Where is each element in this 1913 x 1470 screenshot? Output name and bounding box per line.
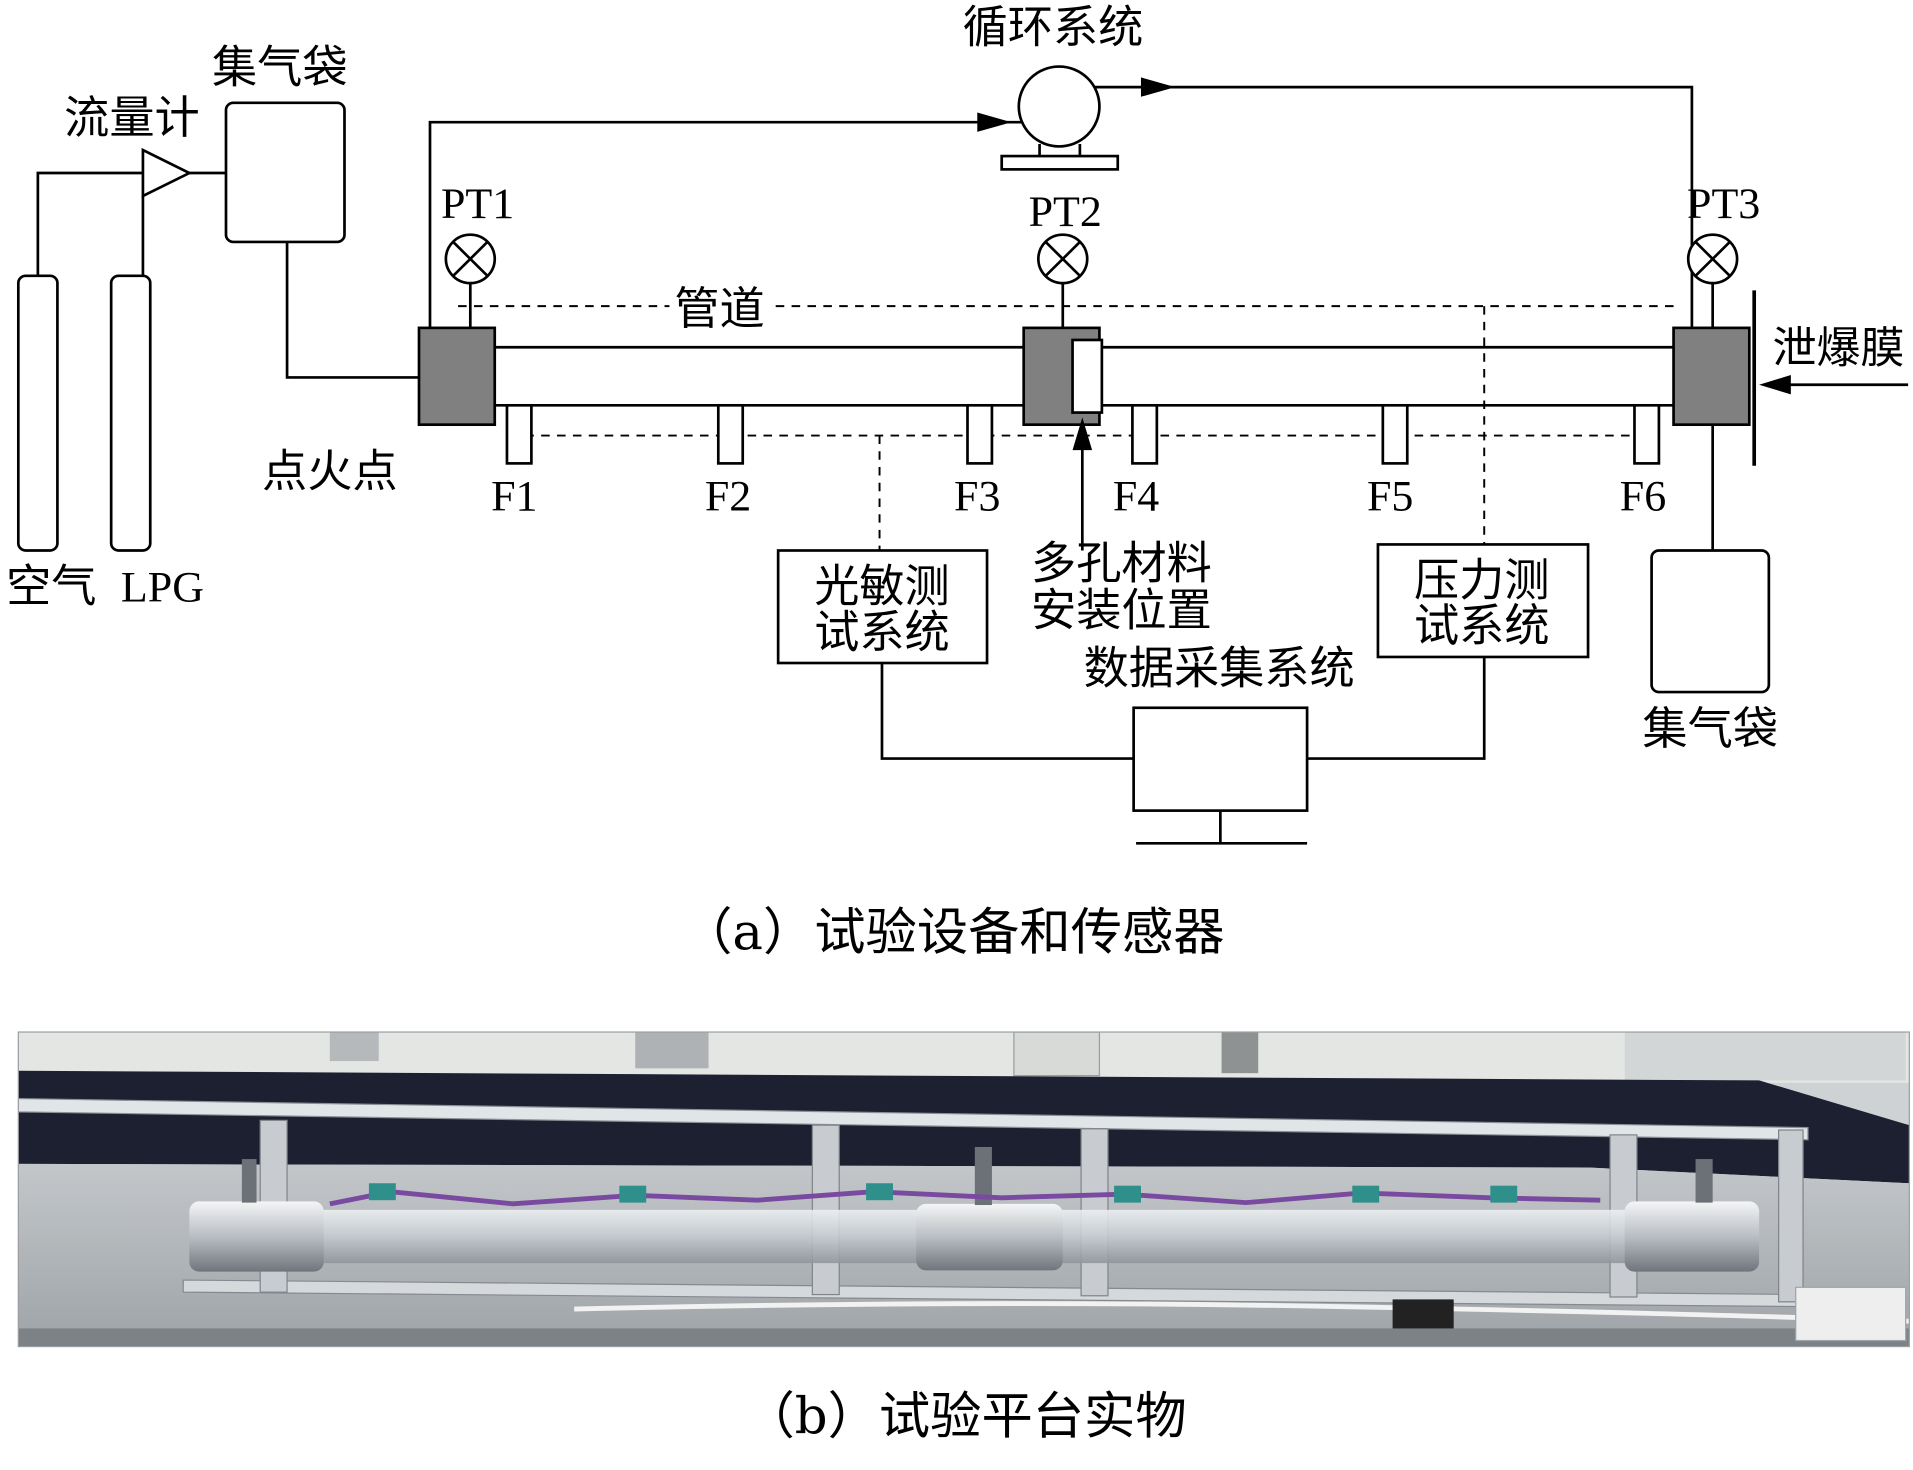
background-equipment-2 [635, 1032, 709, 1069]
background-equipment-3 [1013, 1032, 1101, 1077]
right-flange-block [1672, 326, 1751, 426]
table-front-edge [18, 1328, 1910, 1347]
lpg-label: LPG [121, 563, 204, 611]
porous-material-insert [1071, 338, 1104, 414]
background-equipment-4 [1221, 1032, 1259, 1074]
flame-sensor-f3 [966, 403, 994, 465]
photo-flame-sensor-2 [619, 1185, 647, 1203]
panel-b-caption: （b）试验平台实物 [743, 1388, 1186, 1447]
flame-sensor-label-f3: F3 [954, 473, 1000, 521]
frame-post-5 [1778, 1129, 1804, 1303]
air-label: 空气 [6, 560, 96, 613]
frame-post-2 [811, 1124, 840, 1296]
photo-flame-sensor-3 [866, 1183, 893, 1201]
frame-top-rail [18, 1097, 1809, 1141]
circulation-pump [1017, 65, 1101, 148]
photo-system-to-daq-line [880, 663, 1134, 760]
circulation-outlet-line [1094, 85, 1694, 328]
bag-to-pipe-line [285, 241, 420, 379]
photo-test-system-label-line1: 光敏测 [814, 560, 950, 613]
flame-sensor-f4 [1131, 403, 1159, 465]
gas-bag-top-label: 集气袋 [212, 40, 348, 93]
flame-sensor-f6 [1633, 403, 1661, 465]
porous-material-pointer-arrow [1072, 417, 1093, 451]
pt3-label: PT3 [1687, 180, 1760, 228]
circulation-inlet-line [428, 120, 1023, 328]
photo-pressure-sensor-1 [241, 1159, 257, 1203]
pipe-label-background [669, 285, 770, 334]
photo-white-device [1795, 1286, 1907, 1342]
flowmeter-symbol [141, 147, 193, 199]
photo-right-flange [1624, 1201, 1760, 1272]
pressure-system-to-daq-line [1307, 656, 1486, 760]
photo-flame-sensor-6 [1490, 1185, 1518, 1203]
flowmeter-label: 流量计 [64, 91, 200, 144]
gas-bag-right-label: 集气袋 [1642, 702, 1778, 755]
flame-sensor-f5 [1381, 403, 1409, 465]
circulation-outlet-arrow [1140, 77, 1176, 97]
ignition-point-label: 点火点 [262, 445, 398, 498]
photo-flame-sensor-4 [1114, 1185, 1141, 1203]
photo-middle-flange [916, 1203, 1063, 1271]
photo-pressure-sensor-2 [974, 1146, 992, 1206]
photo-flame-sensor-5 [1352, 1185, 1380, 1203]
pressure-test-system-label-line1: 压力测 [1414, 553, 1550, 606]
pressure-test-system-box [1376, 543, 1590, 659]
vent-membrane-label: 泄爆膜 [1773, 323, 1905, 374]
vent-membrane-pointer-arrow [1759, 375, 1791, 395]
daq-monitor [1132, 706, 1309, 812]
photo-pressure-sensor-3 [1695, 1159, 1713, 1203]
pump-base [1000, 154, 1120, 171]
background-equipment-5 [1624, 1032, 1906, 1081]
circulation-inlet-arrow [977, 112, 1012, 132]
left-flange-block [417, 326, 497, 426]
flame-sensor-f2 [716, 403, 745, 465]
pt1-transducer [444, 233, 497, 328]
air-feed-line [36, 171, 143, 276]
pt2-label: PT2 [1029, 188, 1102, 236]
lpg-cylinder [109, 274, 152, 552]
photo-test-system-label-line2: 试系统 [814, 605, 950, 658]
photo-white-cable [574, 1301, 1910, 1324]
photo-test-system-box [776, 549, 989, 665]
panel-a-caption: （a）试验设备和传感器 [681, 904, 1225, 963]
gas-bag-right [1650, 549, 1771, 694]
flame-sensor-label-f6: F6 [1620, 473, 1666, 521]
photo-left-flange [189, 1201, 324, 1272]
porous-material-label-line1: 多孔材料 [1031, 537, 1212, 590]
platform-photo [18, 1032, 1910, 1347]
pt1-label: PT1 [441, 180, 514, 228]
flame-sensor-label-f4: F4 [1113, 473, 1160, 521]
porous-material-label-line2: 安装位置 [1031, 584, 1212, 637]
pt3-transducer [1686, 233, 1739, 328]
photo-flame-sensor-1 [368, 1183, 396, 1201]
panel-a-schematic: 空气 LPG 流量计 集气袋 点火点 循环系统 管道 [6, 1, 1909, 963]
flame-sensor-label-f5: F5 [1367, 473, 1413, 521]
gas-bag-top [224, 101, 346, 244]
pipe-label: 管道 [674, 282, 764, 335]
air-cylinder [16, 274, 59, 552]
photo-signal-cable [329, 1189, 1601, 1207]
background-equipment-1 [329, 1032, 379, 1062]
pt2-transducer [1037, 233, 1089, 328]
photo-connector-box [1392, 1299, 1454, 1329]
pressure-test-system-label-line2: 试系统 [1414, 599, 1550, 652]
circulation-system-label: 循环系统 [963, 1, 1144, 54]
flame-sensor-label-f2: F2 [705, 473, 751, 521]
photo-border [17, 1031, 1910, 1348]
daq-system-label: 数据采集系统 [1084, 642, 1355, 695]
flame-sensor-label-f1: F1 [491, 473, 537, 521]
flame-sensor-f1 [505, 403, 533, 465]
